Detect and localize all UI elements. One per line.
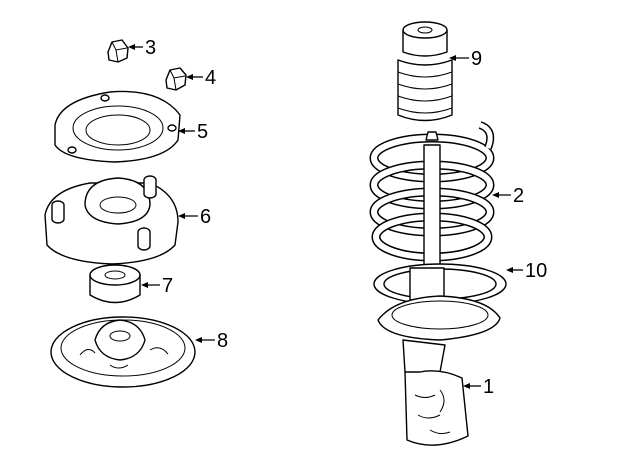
part-2-coil-spring[interactable] [369,121,495,266]
callout-label-10: 10 [525,260,547,282]
callout-9: 9 [449,48,482,70]
callout-label-9: 9 [471,48,482,70]
callout-1: 1 [463,376,494,398]
callout-label-5: 5 [197,121,208,143]
callout-label-2: 2 [513,185,524,207]
callout-10: 10 [506,260,547,282]
callout-4: 4 [186,67,216,89]
callout-label-3: 3 [145,37,156,59]
part-7-bumper[interactable] [89,264,141,304]
part-10-lower-insulator[interactable] [373,263,507,305]
callout-7: 7 [141,275,173,297]
callout-label-4: 4 [205,67,216,89]
callout-label-7: 7 [162,275,173,297]
part-3-nut[interactable] [107,39,129,63]
callout-5: 5 [178,121,208,143]
part-1-strut[interactable] [377,295,501,446]
part-5-upper-seat[interactable] [54,90,181,163]
part-9-bump-stop[interactable] [397,21,453,122]
part-8-insulator[interactable] [50,316,196,388]
callout-3: 3 [128,37,156,59]
callout-6: 6 [178,206,211,228]
callout-label-8: 8 [217,330,228,352]
callout-label-6: 6 [200,206,211,228]
part-4-nut[interactable] [165,67,187,91]
callout-label-1: 1 [483,376,494,398]
callout-2: 2 [492,185,524,207]
part-6-strut-mount[interactable] [44,175,179,265]
callout-8: 8 [195,330,228,352]
